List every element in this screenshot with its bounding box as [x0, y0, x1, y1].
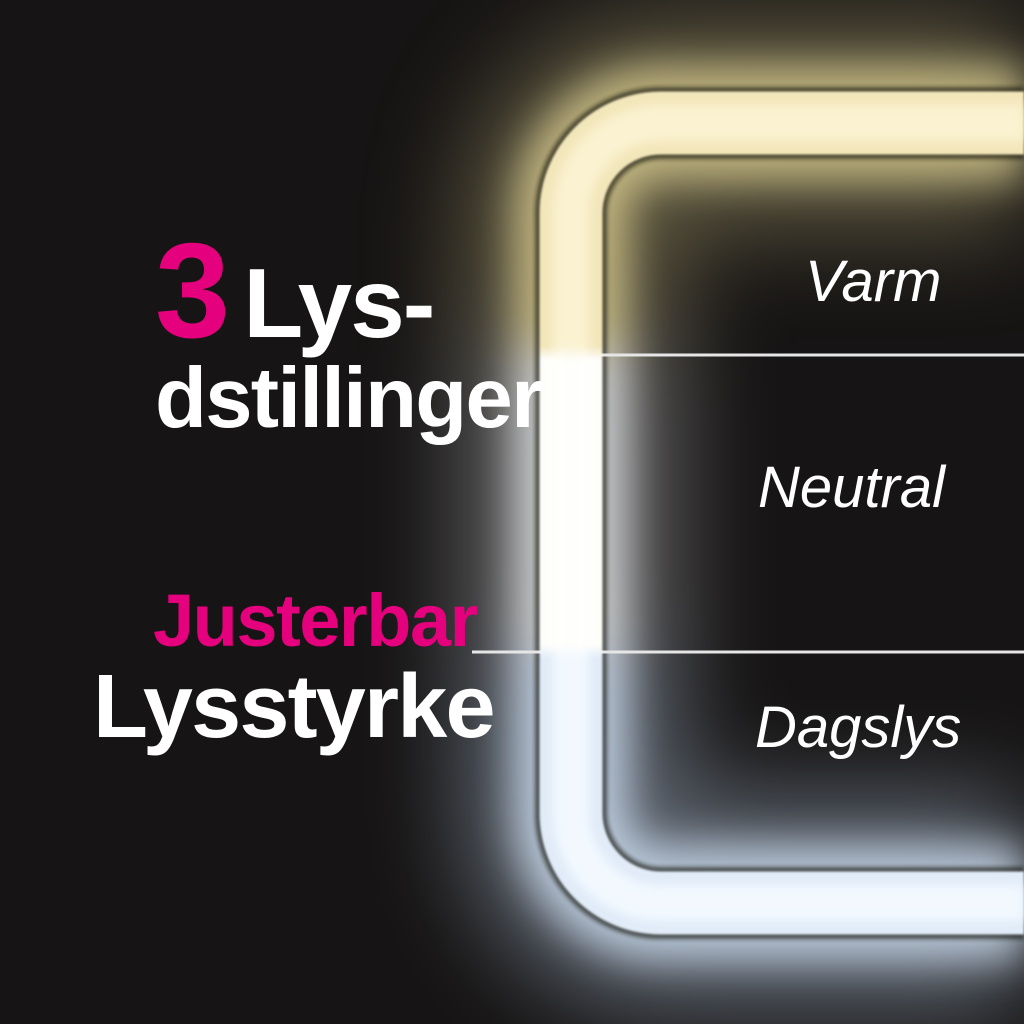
subheadline-line2: Lysstyrke — [93, 657, 496, 757]
mode-label-dagslys: Dagslys — [755, 695, 962, 760]
mode-label-varm: Varm — [805, 249, 942, 314]
headline-word-line2: dstillinger — [155, 351, 544, 446]
mode-label-neutral: Neutral — [758, 455, 945, 520]
headline-word-line1: Lys- — [243, 248, 435, 358]
divider-line-varm-neutral — [580, 353, 1024, 357]
tube-core-highlight — [553, 105, 1024, 921]
subheadline-line1: Justerbar — [153, 579, 478, 662]
divider-line-justerbar-pointer — [472, 650, 1024, 654]
headline-number: 3 — [155, 215, 230, 366]
headline-line1: 3 Lys- — [155, 215, 435, 366]
